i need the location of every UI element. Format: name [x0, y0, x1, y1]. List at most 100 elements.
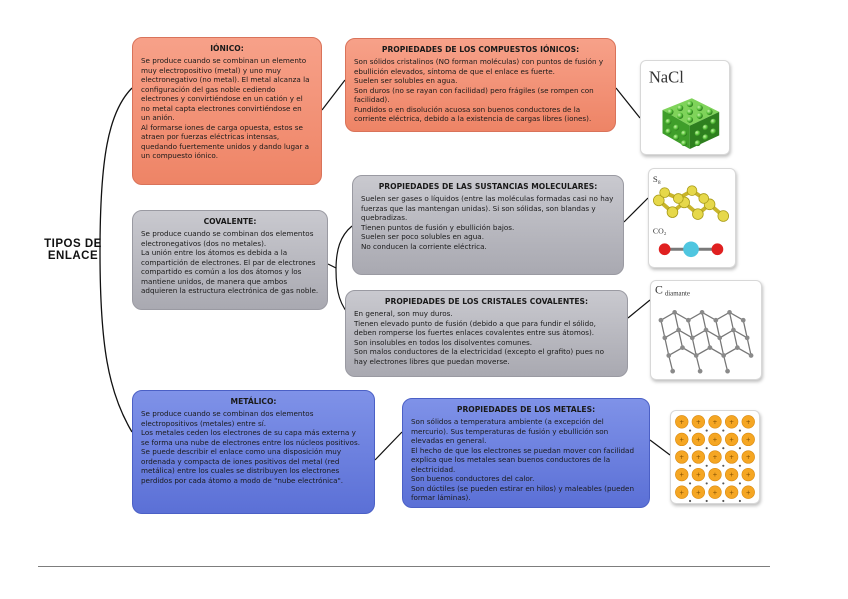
co2-oxygen-atom: [711, 243, 724, 256]
covalent-title: COVALENTE:: [203, 217, 257, 226]
molecular-props-box: PROPIEDADES DE LAS SUSTANCIAS MOLECULARE…: [352, 175, 624, 275]
positive-charge: +: [713, 420, 718, 426]
molecular-props-line: Tienen puntos de fusión y ebullición baj…: [361, 222, 515, 232]
nacl-atoms: [665, 100, 717, 147]
electron-dot: [705, 482, 708, 485]
crystal-props-line: Son insolubles en todos los disolventes …: [354, 337, 533, 347]
metal-lattice-illustration: +++++++++++++++++++++++++: [675, 415, 755, 503]
metal-ion: [708, 485, 722, 499]
metal-ion: [708, 415, 722, 429]
electron-dot: [722, 499, 725, 503]
metal-ion: [724, 432, 739, 447]
electron-dot: [738, 429, 742, 432]
metal-ion: [675, 485, 689, 499]
diamond-bonds: [660, 311, 752, 372]
electron-dot: [688, 464, 692, 467]
metal-ion: [708, 467, 722, 482]
electron-dot: [688, 447, 692, 450]
metallic-text-1: Se produce cuando se combinan dos elemen…: [141, 409, 314, 428]
metal-ion: [691, 415, 706, 429]
metal-props-line: Son buenos conductores del calor.: [411, 474, 535, 484]
connector-metal-lattice: [649, 439, 671, 456]
positive-charge: +: [746, 473, 751, 479]
connector-metallic: [374, 431, 403, 461]
molecular-props-line: Suelen ser gases o líquidos (entre las m…: [361, 194, 614, 223]
covalent-text-1: Se produce cuando se combinan dos elemen…: [141, 229, 314, 248]
positive-charge: +: [713, 490, 718, 496]
diamond-sublabel: diamante: [665, 291, 690, 298]
metal-props-box: PROPIEDADES DE LOS METALES: Son sólidos …: [402, 398, 650, 508]
electron-dot: [722, 447, 725, 450]
positive-charge: +: [746, 438, 751, 444]
diamond-atoms: [658, 310, 754, 374]
metal-props-line: El hecho de que los electrones se puedan…: [411, 445, 635, 474]
nacl-label: NaCl: [649, 68, 684, 87]
connector-diamond: [627, 299, 651, 319]
metal-props-line: Son sólidos a temperatura ambiente (a ex…: [411, 417, 609, 446]
covalent-text-2: La unión entre los átomos es debida a la…: [141, 248, 319, 296]
ionic-props-box: PROPIEDADES DE LOS COMPUESTOS IÓNICOS: S…: [345, 38, 616, 132]
positive-charge: +: [696, 490, 701, 496]
crystal-props-title: PROPIEDADES DE LOS CRISTALES COVALENTES:: [384, 297, 589, 306]
connector-ionic: [321, 79, 346, 111]
root-title-line2: ENLACE: [47, 250, 99, 263]
electron-dot: [705, 447, 708, 450]
positive-charge: +: [679, 490, 684, 496]
metal-ion: [741, 432, 755, 447]
metallic-text-2: Los metales ceden los electrones de su c…: [141, 428, 360, 447]
positive-charge: +: [729, 420, 734, 426]
nacl-crystal-illustration: NaCl: [649, 68, 720, 150]
metal-ion: [724, 467, 739, 482]
metal-lattice-image: +++++++++++++++++++++++++: [670, 410, 760, 504]
ionic-props-line: Son sólidos cristalinos (NO forman moléc…: [354, 57, 604, 76]
positive-charge: +: [679, 438, 684, 444]
electron-dot: [688, 482, 692, 485]
molecular-props-line: No conducen la corriente eléctrica.: [361, 241, 487, 251]
electron-dot: [722, 464, 725, 467]
brace-covalent: [335, 225, 353, 319]
metal-ion: [724, 450, 739, 464]
co2-carbon-atom: [683, 241, 699, 258]
ionic-text-1: Se produce cuando se combinan un element…: [141, 56, 310, 123]
metal-ion: [675, 432, 689, 447]
ionic-props-title: PROPIEDADES DE LOS COMPUESTOS IÓNICOS:: [381, 45, 580, 54]
molecular-props-title: PROPIEDADES DE LAS SUSTANCIAS MOLECULARE…: [378, 182, 598, 191]
electron-dot: [722, 429, 725, 432]
metal-ion: [724, 415, 739, 429]
connector-covalent: [327, 263, 337, 269]
ionic-text-2: Al formarse iones de carga opuesta, esto…: [141, 122, 310, 161]
co2-oxygen-atom: [658, 243, 671, 256]
positive-charge: +: [679, 420, 684, 426]
positive-charge: +: [746, 455, 751, 461]
metal-ion: [675, 467, 689, 482]
brace-root: [99, 87, 133, 433]
electron-dot: [738, 499, 742, 503]
electron-dot: [705, 429, 708, 432]
electron-dot: [738, 464, 742, 467]
metallic-box: METÁLICO: Se produce cuando se combinan …: [132, 390, 375, 514]
positive-charge: +: [729, 438, 734, 444]
molecules-image: S₈ CO₂: [648, 168, 736, 268]
diamond-label: C: [655, 284, 663, 297]
molecules-illustration: S₈ CO₂: [653, 174, 730, 258]
positive-charge: +: [696, 420, 701, 426]
metallic-title: METÁLICO:: [230, 397, 277, 406]
metal-ion: [691, 450, 706, 464]
metal-ion: [708, 450, 722, 464]
metal-ion: [691, 485, 706, 499]
root-title-line1: TIPOS DE: [44, 238, 102, 250]
electron-dot: [722, 482, 725, 485]
s8-label: S₈: [653, 174, 661, 184]
positive-charge: +: [746, 420, 751, 426]
ionic-title: IÓNICO:: [210, 44, 244, 53]
ionic-box: IÓNICO: Se produce cuando se combinan un…: [132, 37, 322, 185]
positive-charge: +: [679, 473, 684, 479]
ionic-props-line: Suelen ser solubles en agua.: [354, 76, 458, 86]
crystal-props-line: Tienen elevado punto de fusión (debido a…: [354, 318, 596, 338]
metal-ion: [675, 415, 689, 429]
positive-charge: +: [713, 473, 718, 479]
positive-charge: +: [713, 455, 718, 461]
electron-dot: [705, 464, 708, 467]
